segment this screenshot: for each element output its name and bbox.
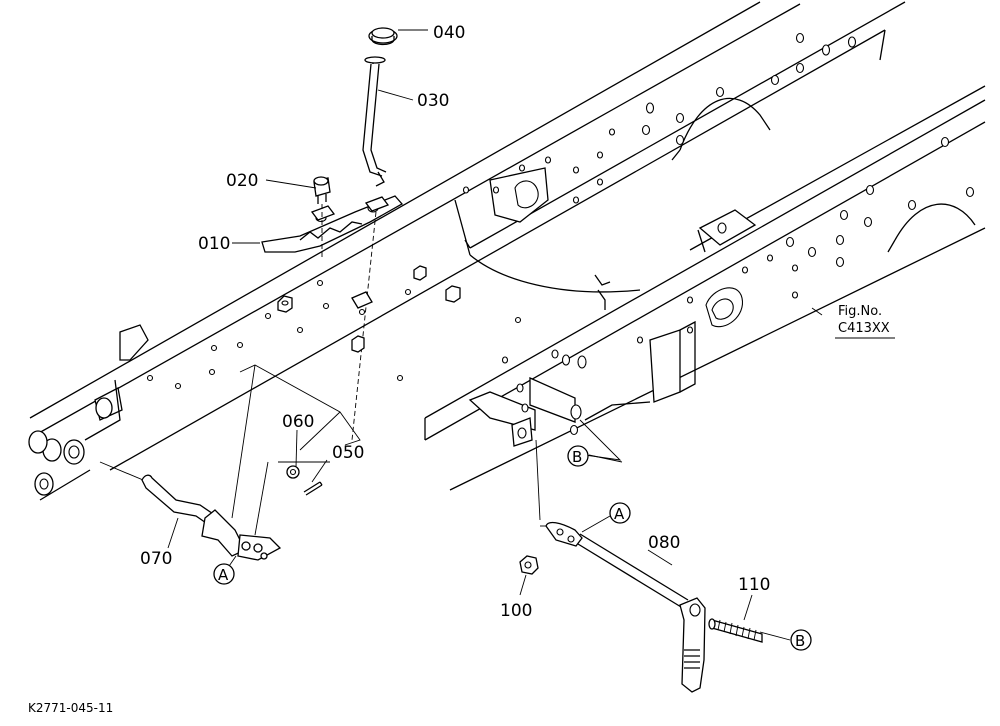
part-020-bolt — [313, 176, 331, 260]
marker-b-upper: B — [567, 445, 589, 467]
part-010-bracket — [261, 195, 404, 253]
label-070: 070 — [140, 549, 172, 569]
frame-holes-right — [501, 136, 975, 393]
drawing-id: K2771-045-11 — [28, 701, 113, 715]
figure-reference: Fig.No. C413XX — [835, 304, 895, 339]
part-110-spring — [708, 618, 763, 643]
marker-b-upper-label: B — [572, 448, 582, 466]
part-040-knob — [368, 27, 398, 46]
rod-bracket — [468, 376, 651, 447]
part-060-washer — [286, 465, 300, 479]
marker-a-left-label: A — [218, 566, 229, 584]
marker-a-right: A — [609, 502, 631, 524]
nuts — [277, 265, 461, 353]
label-110: 110 — [738, 575, 770, 595]
callout-leaders — [167, 29, 823, 621]
label-050: 050 — [332, 443, 364, 463]
label-030: 030 — [417, 91, 449, 111]
marker-b-lower-label: B — [795, 632, 805, 650]
label-010: 010 — [198, 234, 230, 254]
part-080-rod — [545, 521, 706, 693]
marker-b-lower: B — [790, 629, 812, 651]
marker-a-right-label: A — [614, 505, 625, 523]
part-100-nut — [519, 555, 539, 575]
label-080: 080 — [648, 533, 680, 553]
right-frame-rail — [424, 85, 986, 491]
part-070-rod — [141, 474, 282, 561]
marker-a-left: A — [213, 563, 235, 585]
figure-reference-line2: C413XX — [838, 321, 890, 336]
frame-holes-left — [146, 32, 857, 390]
part-050-pin — [303, 481, 323, 496]
label-020: 020 — [226, 171, 258, 191]
frame-bushings — [28, 324, 149, 496]
left-frame-rail — [28, 1, 906, 501]
label-040: 040 — [433, 23, 465, 43]
figure-reference-line1: Fig.No. — [838, 304, 882, 319]
label-060: 060 — [282, 412, 314, 432]
part-030-rod — [351, 56, 387, 441]
label-100: 100 — [500, 601, 532, 621]
